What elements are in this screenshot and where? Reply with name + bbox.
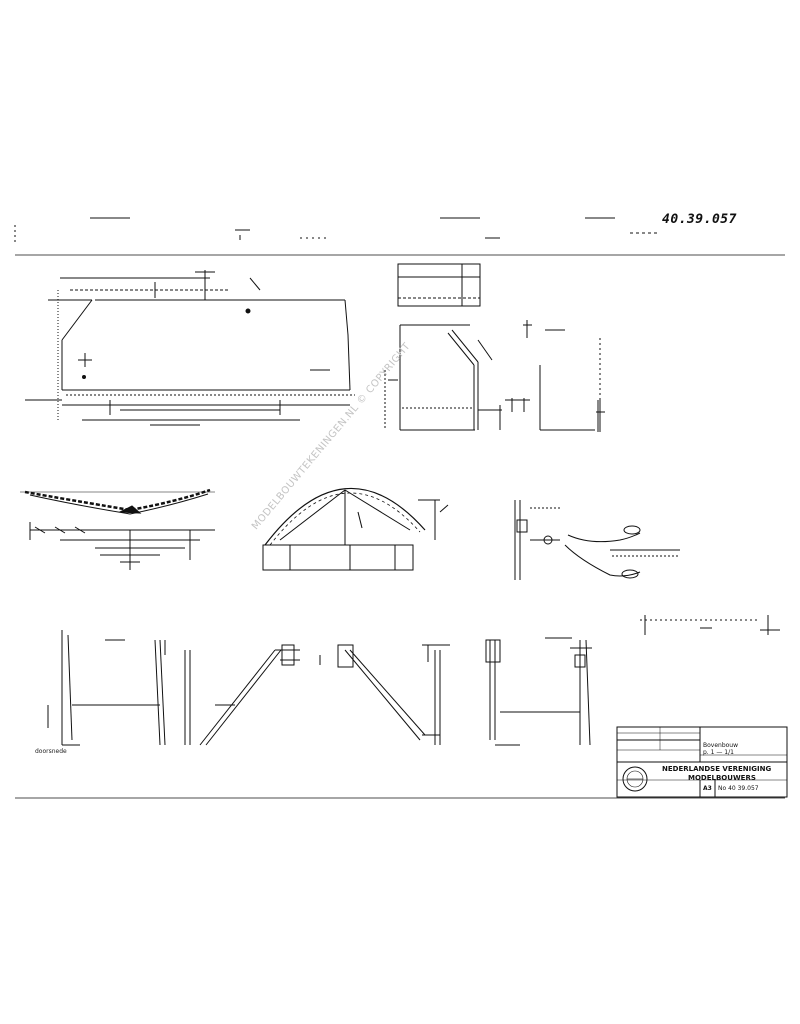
hinge-detail xyxy=(514,500,680,580)
title-block-number: No 40 39.057 xyxy=(718,785,759,792)
title-block-sheet-size: A3 xyxy=(703,785,712,792)
title-block-organisation-line2: MODELBOUWERS xyxy=(688,774,756,782)
curved-strip-detail xyxy=(20,488,215,570)
title-block-part-line1: Bovenbouw xyxy=(703,742,739,749)
bottom-profile-4 xyxy=(485,637,592,746)
bracket-detail xyxy=(640,615,780,635)
front-view-panel xyxy=(25,270,355,426)
bottom-profile-3 xyxy=(319,644,450,745)
side-section-view xyxy=(384,263,530,431)
bottom-profile-2 xyxy=(164,640,300,746)
profile-details xyxy=(523,320,605,432)
section-label: doorsnede xyxy=(35,748,67,755)
bottom-profile-1 xyxy=(47,630,166,746)
arch-detail xyxy=(262,487,449,571)
title-block-organisation-line1: NEDERLANDSE VERENIGING xyxy=(662,765,772,773)
drawing-number: 40.39.057 xyxy=(662,212,737,227)
title-block xyxy=(616,726,788,798)
title-block-part-line2: p. 1 — 1/1 xyxy=(703,749,734,756)
sheet-border xyxy=(14,217,785,799)
